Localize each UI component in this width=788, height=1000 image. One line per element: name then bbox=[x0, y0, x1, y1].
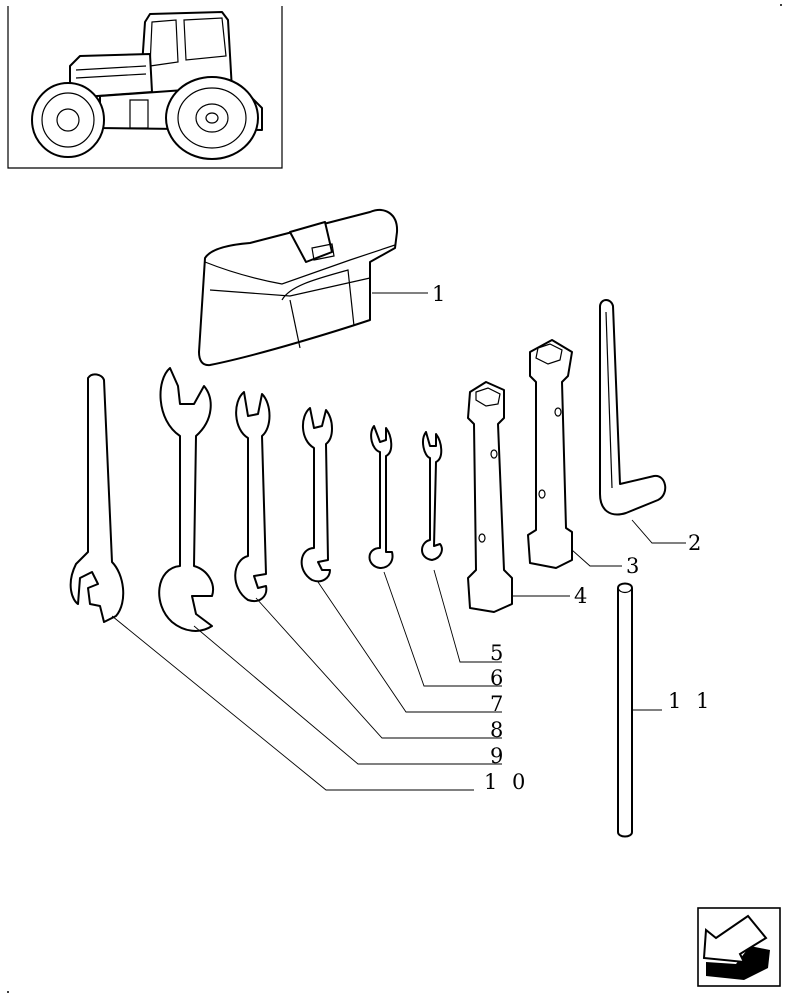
callout-9: 9 bbox=[490, 744, 503, 768]
spanner-small-a bbox=[368, 425, 394, 569]
callout-1: 1 bbox=[432, 282, 445, 306]
previous-page-button[interactable] bbox=[697, 907, 781, 987]
spanner-small-b bbox=[421, 431, 443, 561]
tractor-thumbnail bbox=[7, 6, 283, 169]
leader-lines bbox=[111, 292, 686, 791]
spanner-medium-a bbox=[300, 407, 333, 583]
box-spanner-small bbox=[467, 381, 513, 613]
previous-page-arrow-icon bbox=[702, 914, 770, 980]
box-spanner-large bbox=[527, 339, 573, 569]
callout-8: 8 bbox=[490, 718, 503, 742]
callout-10: 1 0 bbox=[484, 770, 529, 794]
corner-mark bbox=[780, 4, 782, 6]
callout-numbers: 1 2 3 4 5 6 7 8 9 1 0 1 1 bbox=[432, 282, 713, 794]
callout-3: 3 bbox=[626, 554, 639, 578]
callout-11: 1 1 bbox=[668, 689, 713, 713]
tool-bag bbox=[198, 209, 399, 367]
callout-5: 5 bbox=[490, 641, 503, 665]
hex-key bbox=[599, 299, 667, 516]
callout-2: 2 bbox=[688, 531, 701, 555]
single-end-spanner bbox=[69, 373, 125, 623]
corner-mark bbox=[7, 991, 9, 993]
spanner-large bbox=[158, 367, 214, 632]
spanner-medium-b bbox=[234, 391, 271, 602]
callout-4: 4 bbox=[574, 584, 587, 608]
callout-7: 7 bbox=[490, 692, 503, 716]
callout-6: 6 bbox=[490, 666, 503, 690]
rod bbox=[617, 582, 633, 838]
